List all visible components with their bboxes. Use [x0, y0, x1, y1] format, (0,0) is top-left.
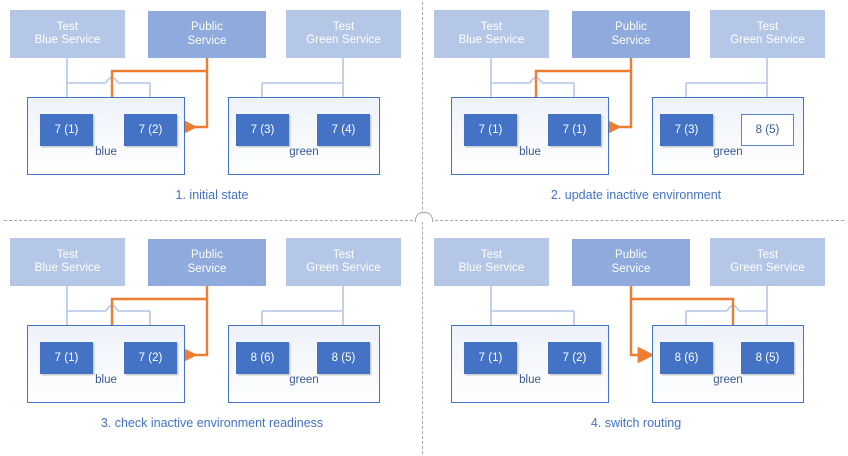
instance-green-2[interactable]: 7 (4)	[317, 114, 370, 146]
label-line-1: Test	[56, 248, 79, 261]
label-line-1: Public	[191, 249, 223, 261]
panel-4-caption: 4. switch routing	[590, 416, 682, 430]
test-green-service-box[interactable]: Test Green Service	[286, 238, 401, 286]
environment-green-label: green	[713, 374, 743, 386]
test-blue-service-box[interactable]: Test Blue Service	[10, 10, 125, 58]
label-line-2: Service	[187, 34, 227, 47]
instance-blue-1[interactable]: 7 (1)	[464, 114, 517, 146]
environment-blue-label: blue	[95, 146, 117, 158]
test-blue-service-box[interactable]: Test Blue Service	[10, 238, 125, 286]
test-blue-service-label: Test Blue Service	[35, 249, 101, 276]
public-service-label: Public Service	[611, 249, 650, 276]
instance-green-1[interactable]: 7 (3)	[660, 114, 713, 146]
label-line-2: Green Service	[306, 34, 381, 46]
instance-green-2[interactable]: 8 (5)	[741, 342, 794, 374]
panel-1: Test Blue Service Public Service Test Gr…	[0, 0, 424, 228]
panel-2: Test Blue Service Public Service Test Gr…	[424, 0, 848, 228]
label-line-2: Service	[611, 262, 651, 275]
instance-blue-1[interactable]: 7 (1)	[40, 114, 93, 146]
panel-3: Test Blue Service Public Service Test Gr…	[0, 228, 424, 456]
public-service-box[interactable]: Public Service	[572, 239, 690, 286]
label-line-2: Green Service	[306, 262, 381, 274]
panel-1-caption: 1. initial state	[175, 188, 249, 202]
environment-blue-label: blue	[519, 374, 541, 386]
instance-blue-1[interactable]: 7 (1)	[40, 342, 93, 374]
label-line-1: Test	[332, 20, 355, 33]
label-line-2: Blue Service	[458, 34, 525, 46]
label-line-2: Green Service	[730, 262, 805, 274]
panel-2-caption: 2. update inactive environment	[550, 188, 722, 202]
panel-3-caption: 3. check inactive environment readiness	[100, 416, 324, 430]
label-line-2: Blue Service	[34, 34, 101, 46]
label-line-2: Service	[187, 262, 227, 275]
environment-green-label: green	[713, 146, 743, 158]
label-line-1: Test	[56, 20, 79, 33]
test-blue-service-label: Test Blue Service	[459, 21, 525, 48]
label-line-1: Test	[480, 248, 503, 261]
label-line-1: Test	[756, 248, 779, 261]
environment-green-label: green	[289, 146, 319, 158]
instance-blue-2[interactable]: 7 (2)	[124, 114, 177, 146]
instance-blue-2[interactable]: 7 (2)	[548, 342, 601, 374]
test-blue-service-label: Test Blue Service	[459, 249, 525, 276]
public-service-label: Public Service	[611, 21, 650, 48]
instance-blue-1[interactable]: 7 (1)	[464, 342, 517, 374]
public-service-box[interactable]: Public Service	[572, 11, 690, 58]
public-service-label: Public Service	[187, 249, 226, 276]
environment-blue-label: blue	[519, 146, 541, 158]
public-service-box[interactable]: Public Service	[148, 11, 266, 58]
environment-green-label: green	[289, 374, 319, 386]
test-green-service-label: Test Green Service	[730, 249, 805, 276]
label-line-1: Public	[615, 21, 647, 33]
test-blue-service-box[interactable]: Test Blue Service	[434, 10, 549, 58]
label-line-1: Test	[332, 248, 355, 261]
divider-vertical	[422, 2, 423, 454]
test-blue-service-wire	[65, 58, 162, 111]
public-service-label: Public Service	[187, 21, 226, 48]
label-line-1: Public	[615, 249, 647, 261]
panel-4: Test Blue Service Public Service Test Gr…	[424, 228, 848, 456]
test-blue-service-box[interactable]: Test Blue Service	[434, 238, 549, 286]
test-green-service-box[interactable]: Test Green Service	[286, 10, 401, 58]
test-blue-service-wire	[489, 58, 586, 111]
label-line-2: Blue Service	[34, 262, 101, 274]
test-green-service-box[interactable]: Test Green Service	[710, 238, 825, 286]
test-blue-service-wire	[65, 286, 162, 339]
test-green-service-box[interactable]: Test Green Service	[710, 10, 825, 58]
instance-blue-2[interactable]: 7 (1)	[548, 114, 601, 146]
environment-blue-label: blue	[95, 374, 117, 386]
instance-green-2[interactable]: 8 (5)	[317, 342, 370, 374]
instance-green-2[interactable]: 8 (5)	[741, 114, 794, 146]
label-line-1: Test	[480, 20, 503, 33]
label-line-2: Green Service	[730, 34, 805, 46]
instance-green-1[interactable]: 7 (3)	[236, 114, 289, 146]
test-blue-service-label: Test Blue Service	[35, 21, 101, 48]
test-green-service-label: Test Green Service	[306, 21, 381, 48]
label-line-2: Blue Service	[458, 262, 525, 274]
test-green-service-label: Test Green Service	[730, 21, 805, 48]
label-line-1: Test	[756, 20, 779, 33]
divider-crossing-hop	[415, 212, 433, 222]
panel-2-connectors	[489, 58, 779, 136]
public-service-box[interactable]: Public Service	[148, 239, 266, 286]
instance-green-1[interactable]: 8 (6)	[236, 342, 289, 374]
test-green-service-label: Test Green Service	[306, 249, 381, 276]
label-line-2: Service	[611, 34, 651, 47]
instance-blue-2[interactable]: 7 (2)	[124, 342, 177, 374]
instance-green-1[interactable]: 8 (6)	[660, 342, 713, 374]
label-line-1: Public	[191, 21, 223, 33]
